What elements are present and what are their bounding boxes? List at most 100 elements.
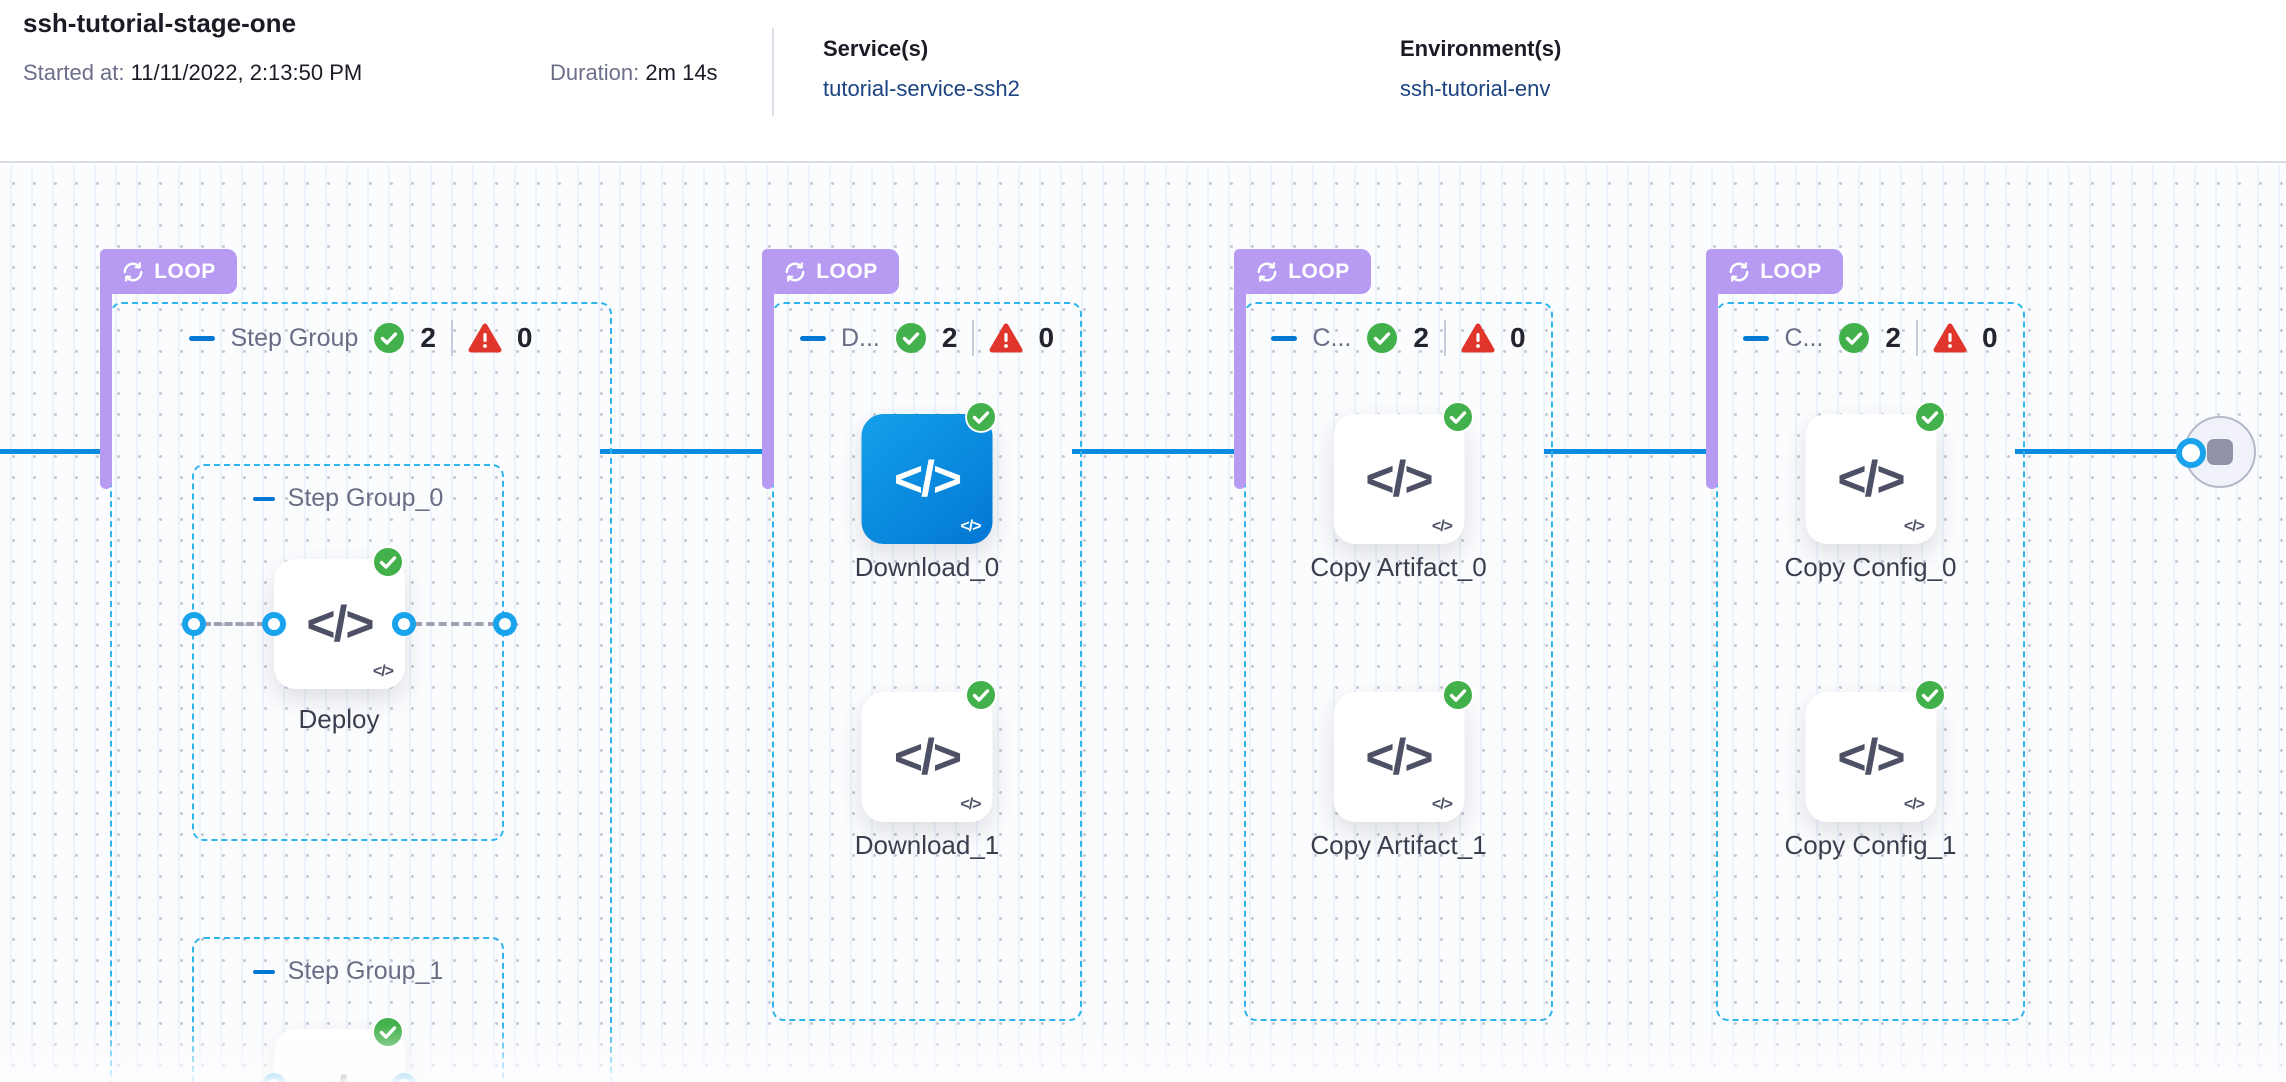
environment-link[interactable]: ssh-tutorial-env: [1400, 76, 1551, 101]
connector-port: [262, 612, 286, 636]
loop-icon: [1257, 261, 1277, 282]
execution-line-segment: [1544, 449, 1711, 454]
step-group-container: [772, 302, 1082, 1021]
code-icon: </>: [1837, 451, 1905, 507]
loop-icon: [1729, 261, 1749, 282]
step-group-matrix-3: LOOP C... 2 0 </>: [1234, 249, 1553, 1021]
success-count-icon: [1367, 323, 1398, 353]
inner-group-header[interactable]: Step Group_1: [194, 957, 502, 986]
success-count: 2: [1413, 322, 1429, 353]
connector-port: [182, 612, 206, 636]
status-success-icon: [1914, 679, 1946, 711]
execution-line-segment: [0, 449, 101, 454]
step-name: Copy Artifact_0: [1310, 552, 1487, 582]
count-divider: [1915, 320, 1918, 356]
inner-group-label: Step Group_0: [287, 484, 444, 512]
loop-ribbon: [762, 249, 774, 489]
inner-step-group-0: Step Group_0 </> </> Deploy: [182, 464, 517, 841]
failed-count-icon: [468, 323, 502, 352]
step-group-container: [110, 302, 612, 1082]
step-group-label: D...: [840, 323, 880, 352]
step-card-copy-artifact-0[interactable]: </> </>: [1333, 414, 1464, 544]
step-card-download-1[interactable]: </> </>: [861, 692, 993, 822]
code-icon: </>: [1837, 729, 1905, 785]
shell-script-icon: </>: [1431, 518, 1453, 535]
status-success-icon: [1914, 401, 1946, 433]
shell-script-icon: </>: [960, 796, 981, 813]
execution-line-segment: [2015, 449, 2195, 454]
status-success-icon: [965, 679, 997, 711]
success-count: 2: [941, 322, 958, 353]
header-divider: [772, 28, 774, 116]
collapse-icon[interactable]: [252, 969, 275, 974]
duration-value: 2m 14s: [645, 60, 718, 85]
shell-script-icon: </>: [372, 663, 394, 680]
step-name: Download_0: [854, 552, 1000, 582]
loop-icon: [785, 261, 805, 282]
step-group-header[interactable]: C... 2 0: [1716, 320, 2025, 356]
inner-group-header[interactable]: Step Group_0: [194, 484, 502, 513]
success-count-icon: [895, 323, 926, 353]
count-divider: [1443, 320, 1446, 356]
step-group-header[interactable]: Step Group 2 0: [110, 320, 612, 356]
status-success-icon: [372, 1016, 404, 1048]
step-card-copy-artifact-1[interactable]: </> </>: [1333, 692, 1464, 822]
count-divider: [972, 320, 975, 356]
step-group-header[interactable]: D... 2 0: [772, 320, 1082, 356]
collapse-icon[interactable]: [1271, 335, 1298, 341]
loop-tag[interactable]: LOOP: [1234, 249, 1371, 294]
failed-count-icon: [1933, 323, 1967, 352]
execution-graph-canvas[interactable]: LOOP Step Group 2 0: [0, 165, 2286, 1082]
environments-label: Environment(s): [1400, 36, 1562, 61]
step-card-copy-config-0[interactable]: </> </>: [1805, 414, 1936, 544]
step-group-header[interactable]: C... 2 0: [1244, 320, 1553, 356]
connector-port: [493, 612, 517, 636]
started-at-label: Started at:: [23, 60, 125, 85]
code-icon: </>: [1365, 729, 1433, 785]
duration-label: Duration:: [550, 60, 640, 85]
code-icon: </>: [1365, 451, 1433, 507]
connector-port: [392, 612, 416, 636]
collapse-icon[interactable]: [189, 335, 216, 341]
loop-tag[interactable]: LOOP: [762, 249, 899, 294]
success-count: 2: [420, 322, 436, 353]
step-group-label: Step Group: [230, 323, 359, 352]
step-card-download-0-selected[interactable]: </> </>: [861, 414, 993, 544]
shell-script-icon: </>: [1903, 796, 1925, 813]
failed-count: 0: [1509, 322, 1526, 353]
step-name: Copy Config_1: [1784, 830, 1957, 860]
loop-tag-label: LOOP: [1760, 259, 1822, 283]
stage-title: ssh-tutorial-stage-one: [23, 8, 297, 38]
loop-icon: [123, 261, 143, 282]
loop-ribbon: [100, 249, 112, 489]
connector-port: [392, 1073, 416, 1082]
failed-count: 0: [516, 322, 533, 353]
stop-icon: [2207, 439, 2233, 465]
collapse-icon[interactable]: [799, 335, 826, 341]
loop-tag[interactable]: LOOP: [100, 249, 237, 294]
service-link[interactable]: tutorial-service-ssh2: [823, 76, 1020, 101]
execution-line-segment: [1072, 449, 1239, 454]
started-at: Started at: 11/11/2022, 2:13:50 PM: [23, 60, 362, 86]
loop-ribbon: [1234, 249, 1246, 489]
stage-header: ssh-tutorial-stage-one Started at: 11/11…: [0, 0, 2286, 163]
loop-tag-label: LOOP: [816, 259, 878, 283]
step-group-matrix-2: LOOP D... 2 0 </>: [762, 249, 1082, 1021]
loop-tag-label: LOOP: [1288, 259, 1350, 283]
loop-tag[interactable]: LOOP: [1706, 249, 1843, 294]
failed-count: 0: [1981, 322, 1998, 353]
step-card-deploy[interactable]: </> </>: [274, 559, 405, 689]
failed-count-icon: [989, 323, 1023, 352]
step-name: Copy Artifact_1: [1310, 830, 1487, 860]
shell-script-icon: </>: [1903, 518, 1925, 535]
code-icon: </>: [893, 729, 962, 785]
code-icon: </>: [893, 451, 962, 507]
status-success-icon: [372, 546, 404, 578]
shell-script-icon: </>: [1431, 796, 1453, 813]
connector-dash: [414, 622, 496, 626]
collapse-icon[interactable]: [1743, 335, 1770, 341]
shell-script-icon: </>: [960, 518, 981, 535]
collapse-icon[interactable]: [252, 496, 275, 501]
step-card-copy-config-1[interactable]: </> </>: [1805, 692, 1936, 822]
